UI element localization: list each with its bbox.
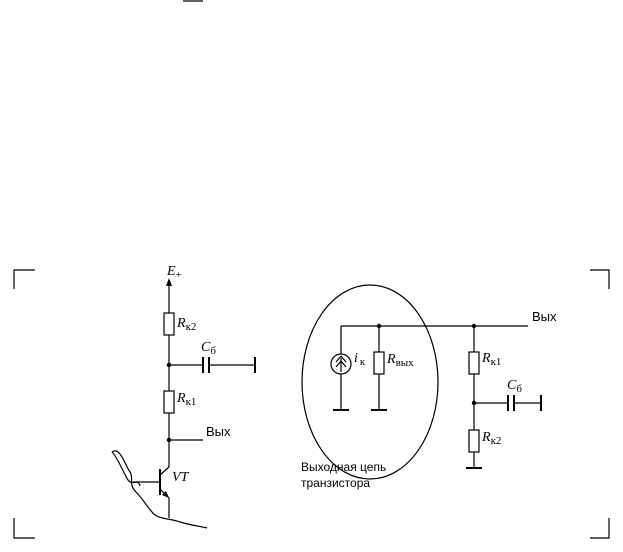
corner-bottom-right: [590, 518, 610, 539]
cb-label: Cб: [201, 340, 216, 357]
break-line-upper: [111, 451, 141, 487]
resistor-rk1-right: [468, 351, 480, 375]
supply-label: E+: [166, 264, 182, 281]
resistor-rk2-right: [468, 429, 480, 453]
current-source-arrow2-icon: [335, 360, 347, 368]
break-line-lower: [111, 450, 208, 529]
supply-arrow-icon: [166, 278, 172, 286]
rk1-label: Rк1: [176, 391, 196, 408]
rout-label: Rвых: [386, 352, 414, 369]
cb-right-label: Cб: [507, 378, 522, 395]
rk2-label: Rк2: [176, 316, 196, 333]
resistor-rk2: [163, 312, 175, 336]
left-output-label: Вых: [206, 424, 231, 439]
caption-line1: Выходная цепь: [301, 460, 386, 474]
left-circuit: E+ Rк2 Cб Rк1 Вых VT: [111, 264, 256, 529]
right-output-label: Вых: [532, 309, 557, 324]
transistor-label: VT: [172, 470, 190, 485]
corner-top-left: [13, 269, 35, 289]
emitter-arrow-icon: [162, 491, 169, 498]
resistor-rout: [373, 351, 385, 375]
resistor-rk1: [163, 390, 175, 414]
corner-bottom-left: [13, 518, 35, 539]
rk1-right-label: Rк1: [481, 351, 501, 368]
collector-lead: [159, 466, 170, 476]
current-source-arrow-icon: [335, 355, 347, 363]
corner-top-right: [590, 269, 610, 289]
rk2-right-label: Rк2: [481, 430, 501, 447]
corner-marks: [13, 269, 610, 539]
output-circuit-ellipse: [301, 284, 439, 480]
caption-line2: транзистора: [301, 476, 370, 490]
